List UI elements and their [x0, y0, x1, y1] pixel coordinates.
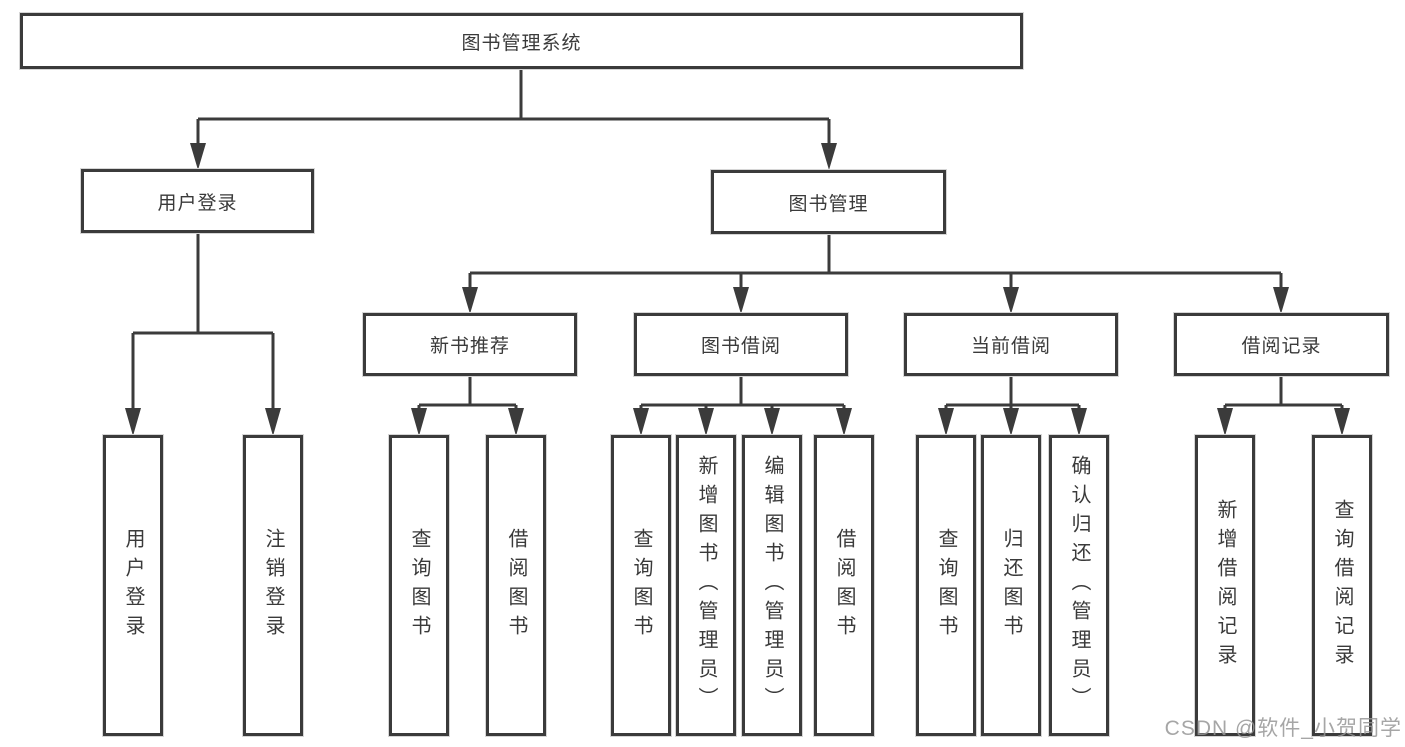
- node-book-management: 图书管理: [710, 169, 947, 235]
- leaf-current-return-book: 归还图书: [980, 434, 1042, 737]
- node-current-borrow: 当前借阅: [903, 312, 1119, 377]
- node-new-book-recommend-label: 新书推荐: [429, 336, 510, 357]
- node-borrow-record-label: 借阅记录: [1241, 336, 1322, 357]
- node-new-book-recommend: 新书推荐: [362, 312, 578, 377]
- node-user-login-label: 用户登录: [157, 192, 238, 214]
- leaf-current-confirm-return-admin-label: 确认归还（管理员）: [1068, 455, 1090, 716]
- leaf-borrow-add-book-admin: 新增图书（管理员）: [675, 434, 737, 737]
- leaf-login-user-login: 用户登录: [102, 434, 164, 737]
- leaf-borrow-query-book-label: 查询图书: [630, 527, 652, 644]
- leaf-recommend-borrow-book: 借阅图书: [485, 434, 547, 737]
- leaf-borrow-query-book: 查询图书: [610, 434, 672, 737]
- arrowhead-icons: [125, 143, 1350, 436]
- node-book-borrow-label: 图书借阅: [700, 336, 781, 357]
- leaf-borrow-borrow-book: 借阅图书: [813, 434, 875, 737]
- node-user-login: 用户登录: [80, 168, 315, 234]
- node-root-label: 图书管理系统: [461, 32, 582, 54]
- leaf-borrow-edit-book-admin-label: 编辑图书（管理员）: [761, 455, 783, 716]
- leaf-current-query-book-label: 查询图书: [935, 527, 957, 644]
- node-current-borrow-label: 当前借阅: [970, 336, 1051, 357]
- node-book-management-label: 图书管理: [788, 193, 869, 215]
- leaf-borrow-borrow-book-label: 借阅图书: [833, 527, 855, 644]
- leaf-login-logout-label: 注销登录: [262, 527, 284, 644]
- leaf-record-query-record-label: 查询借阅记录: [1331, 498, 1353, 673]
- leaf-record-query-record: 查询借阅记录: [1311, 434, 1373, 737]
- leaf-recommend-query-book: 查询图书: [388, 434, 450, 737]
- leaf-login-logout: 注销登录: [242, 434, 304, 737]
- node-book-borrow: 图书借阅: [633, 312, 849, 377]
- csdn-watermark: CSDN @软件_小贺同学: [1164, 717, 1402, 740]
- leaf-current-query-book: 查询图书: [915, 434, 977, 737]
- leaf-recommend-query-book-label: 查询图书: [408, 527, 430, 644]
- leaf-recommend-borrow-book-label: 借阅图书: [505, 527, 527, 644]
- leaf-current-confirm-return-admin: 确认归还（管理员）: [1048, 434, 1110, 737]
- leaf-record-add-record-label: 新增借阅记录: [1214, 498, 1236, 673]
- node-borrow-record: 借阅记录: [1173, 312, 1390, 377]
- leaf-current-return-book-label: 归还图书: [1000, 527, 1022, 644]
- node-root: 图书管理系统: [19, 12, 1024, 70]
- leaf-borrow-add-book-admin-label: 新增图书（管理员）: [695, 455, 717, 716]
- leaf-record-add-record: 新增借阅记录: [1194, 434, 1256, 737]
- leaf-login-user-login-label: 用户登录: [122, 527, 144, 644]
- leaf-borrow-edit-book-admin: 编辑图书（管理员）: [741, 434, 803, 737]
